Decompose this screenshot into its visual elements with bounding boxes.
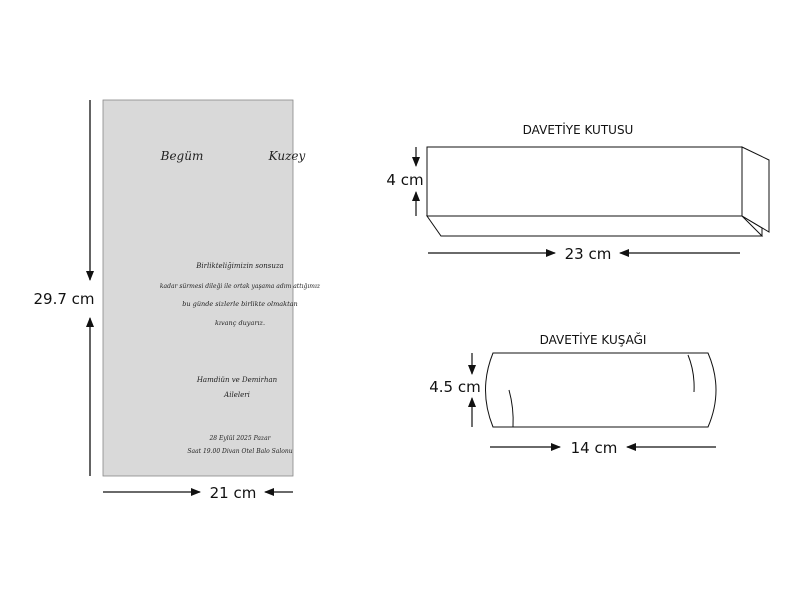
families-line-2: Aileleri bbox=[223, 391, 250, 399]
band-title: DAVETİYE KUŞAĞI bbox=[540, 332, 647, 347]
bride-name: Begüm bbox=[160, 149, 204, 163]
band-width-label: 14 cm bbox=[571, 439, 618, 457]
families-line-1: Hamdiün ve Demirhan bbox=[196, 376, 278, 384]
card-height-dimension: 29.7 cm bbox=[33, 100, 95, 476]
groom-name: Kuzey bbox=[268, 149, 306, 163]
message-line-3: bu günde sizlerle birlikte olmaktan bbox=[182, 300, 298, 308]
band-height-label: 4.5 cm bbox=[429, 378, 480, 396]
band-drawing bbox=[485, 352, 717, 428]
box-height-label: 4 cm bbox=[386, 171, 423, 189]
box-drawing bbox=[426, 146, 770, 237]
card-height-label: 29.7 cm bbox=[33, 290, 94, 308]
message-line-4: kıvanç duyarız. bbox=[215, 319, 265, 327]
box-title: DAVETİYE KUTUSU bbox=[523, 122, 634, 137]
message-line-2: kadar sürmesi dileği ile ortak yaşama ad… bbox=[160, 283, 321, 290]
card-width-label: 21 cm bbox=[210, 484, 257, 502]
event-venue: Saat 19.00 Divan Otel Balo Salonu bbox=[187, 448, 292, 455]
box-width-dimension: 23 cm bbox=[428, 245, 740, 263]
card-width-dimension: 21 cm bbox=[103, 484, 293, 502]
message-line-1: Birlikteliğimizin sonsuza bbox=[195, 262, 283, 270]
invitation-card: Begüm Kuzey Birlikteliğimizin sonsuza ka… bbox=[102, 99, 321, 477]
card-background bbox=[102, 99, 294, 477]
box-height-dimension: 4 cm bbox=[386, 147, 424, 216]
box-width-label: 23 cm bbox=[565, 245, 612, 263]
band-height-dimension: 4.5 cm bbox=[429, 353, 481, 427]
event-date: 28 Eylül 2025 Pazar bbox=[208, 435, 271, 442]
band-width-dimension: 14 cm bbox=[490, 439, 716, 457]
